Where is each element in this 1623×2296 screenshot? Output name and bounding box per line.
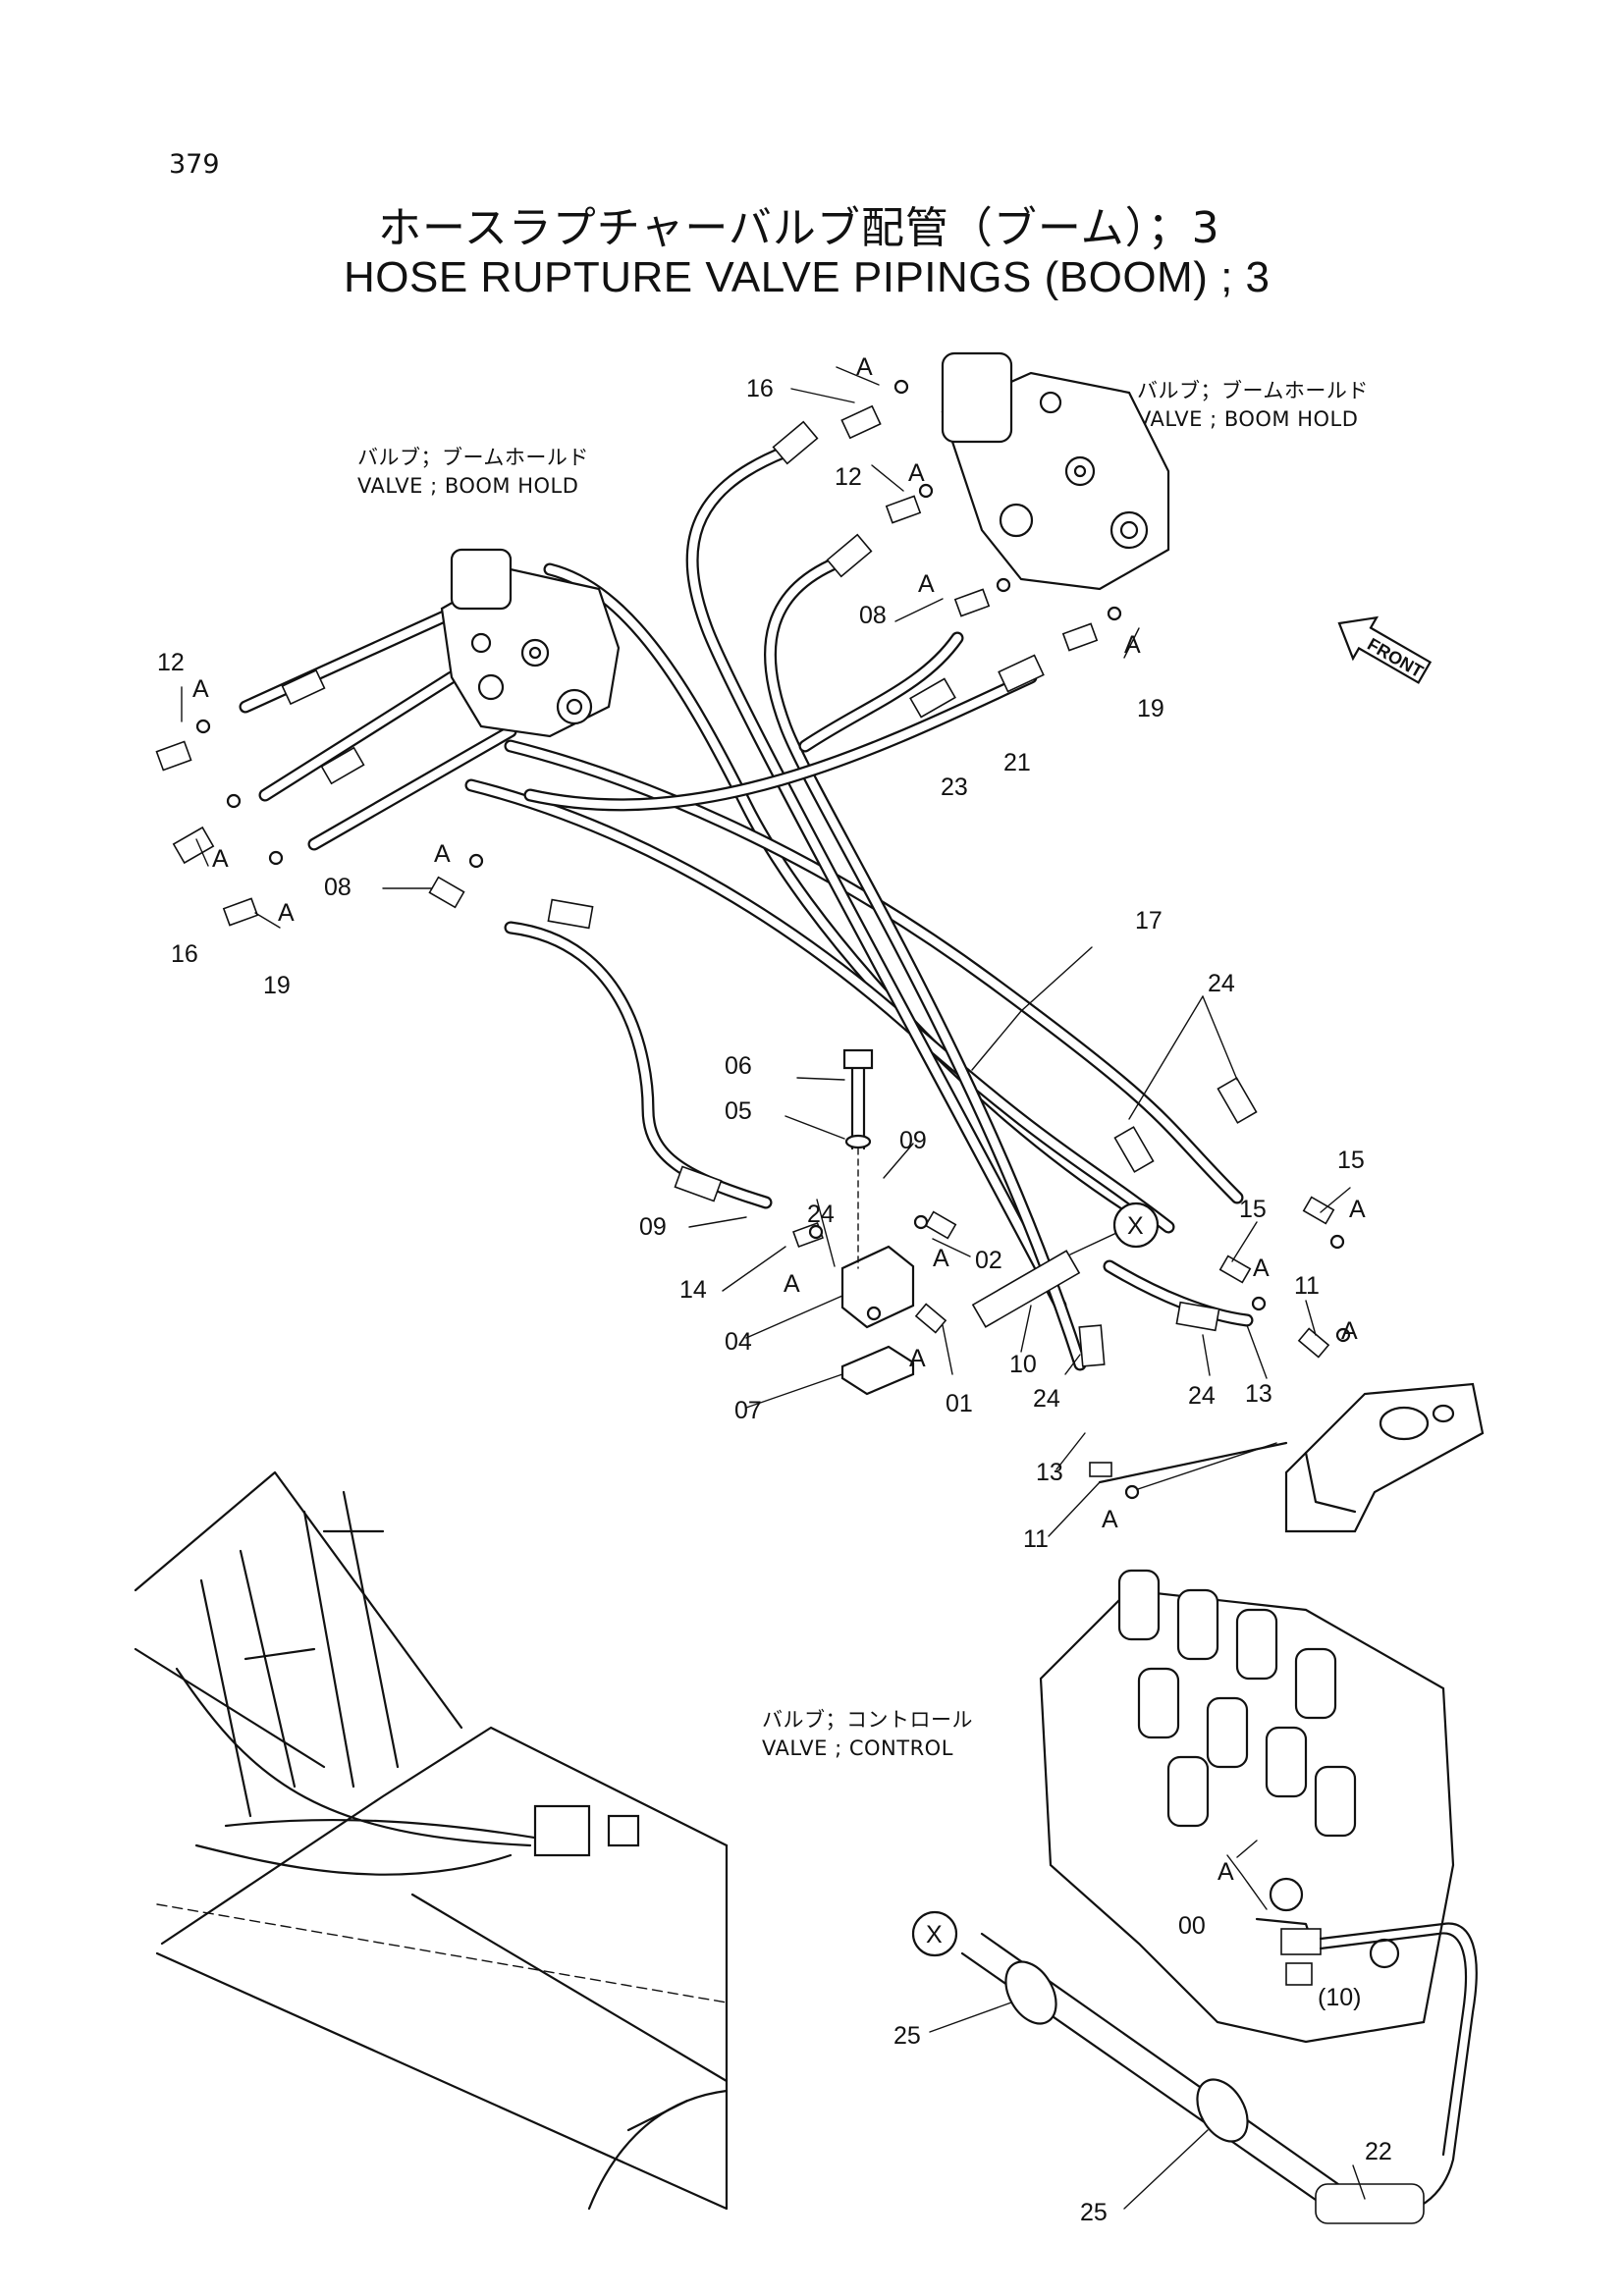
label-12-left: 12 — [157, 649, 185, 676]
front-arrow: FRONT — [1337, 615, 1433, 684]
label-24-lower: 24 — [1033, 1385, 1060, 1413]
control-valve-body — [1039, 1569, 1478, 2220]
label-a-top: A — [856, 353, 873, 381]
label-07: 07 — [734, 1397, 762, 1424]
label-02: 02 — [975, 1247, 1002, 1274]
valve-boom-hold-right-body — [941, 351, 1170, 591]
label-25-upper: 25 — [893, 2022, 921, 2050]
label-a-12-right: A — [908, 459, 925, 487]
label-23: 23 — [941, 774, 968, 801]
label-05: 05 — [725, 1097, 752, 1125]
title-japanese: ホースラプチャーバルブ配管（ブーム）；3 — [378, 203, 1220, 253]
label-a-12-left: A — [192, 675, 209, 703]
label-14: 14 — [679, 1276, 707, 1304]
page-number: 379 — [169, 149, 220, 180]
label-15-right: 15 — [1337, 1147, 1365, 1174]
label-21: 21 — [1003, 749, 1031, 776]
label-a-19-left: A — [278, 899, 295, 927]
label-a-11-upper: A — [1341, 1317, 1358, 1345]
caption-valve-control: バルブ；コントロール VALVE ; CONTROL — [762, 1706, 973, 1763]
label-08-right: 08 — [859, 602, 887, 629]
caption-en: VALVE ; BOOM HOLD — [1137, 407, 1359, 431]
caption-jp: バルブ；ブームホールド — [1137, 379, 1369, 402]
part-labels: 16 A 12 A 08 A A 19 12 A A 16 A 19 08 A … — [157, 353, 1392, 2226]
label-12-right: 12 — [835, 463, 862, 491]
label-10-paren: (10) — [1318, 1984, 1361, 2011]
fittings — [155, 404, 1335, 1477]
hose-sleeves — [281, 420, 1258, 1367]
valve-boom-hold-left-body — [440, 548, 621, 738]
label-00: 00 — [1178, 1912, 1206, 1940]
label-x-top: X — [1127, 1212, 1144, 1240]
label-a-00: A — [1217, 1858, 1234, 1886]
x-markers — [911, 1201, 1160, 1957]
caption-jp: バルブ；コントロール — [762, 1708, 973, 1732]
label-13-upper: 13 — [1245, 1380, 1272, 1408]
title-english: HOSE RUPTURE VALVE PIPINGS (BOOM) ; 3 — [344, 253, 1271, 301]
label-16-top: 16 — [746, 375, 774, 402]
label-16-left: 16 — [171, 940, 198, 968]
label-a-02: A — [933, 1245, 949, 1272]
label-08-left: 08 — [324, 874, 352, 901]
caption-valve-boom-hold-left: バルブ；ブームホールド VALVE ; BOOM HOLD — [357, 444, 589, 501]
hose-bundle — [239, 445, 1254, 1371]
label-06: 06 — [725, 1052, 752, 1080]
label-a-08-right: A — [918, 570, 935, 598]
label-17: 17 — [1135, 907, 1163, 934]
manifold — [1098, 1382, 1485, 1533]
label-24-upper: 24 — [1208, 970, 1235, 997]
pipe-22-and-clamps — [929, 1840, 1425, 2224]
leader-lines — [181, 366, 1351, 1537]
label-09-left: 09 — [639, 1213, 667, 1241]
machine-overview — [134, 1470, 729, 2211]
block-assembly — [840, 1048, 915, 1396]
label-15-mid: 15 — [1239, 1196, 1267, 1223]
label-11-lower: 11 — [1023, 1525, 1049, 1553]
label-10: 10 — [1009, 1351, 1037, 1378]
label-22: 22 — [1365, 2138, 1392, 2165]
label-a-14: A — [784, 1270, 800, 1298]
label-a-11-lower: A — [1102, 1506, 1118, 1533]
label-24-lower2: 24 — [1188, 1382, 1216, 1410]
label-25-lower: 25 — [1080, 2199, 1108, 2226]
label-a-15-right: A — [1349, 1196, 1366, 1223]
label-19-right: 19 — [1137, 695, 1164, 722]
caption-en: VALVE ; CONTROL — [762, 1736, 953, 1760]
label-24-mid: 24 — [807, 1201, 835, 1228]
caption-jp: バルブ；ブームホールド — [357, 446, 589, 469]
label-09-right: 09 — [899, 1127, 927, 1154]
label-a-16-left: A — [212, 845, 229, 873]
label-a-19-right: A — [1124, 631, 1141, 659]
label-19-left: 19 — [263, 972, 291, 999]
label-01: 01 — [946, 1390, 973, 1417]
label-13-lower: 13 — [1036, 1459, 1063, 1486]
label-04: 04 — [725, 1328, 752, 1356]
caption-valve-boom-hold-right: バルブ；ブームホールド VALVE ; BOOM HOLD — [1137, 377, 1369, 434]
label-a-08-left: A — [434, 840, 451, 868]
label-11-upper: 11 — [1294, 1272, 1320, 1300]
label-a-15-mid: A — [1253, 1255, 1270, 1282]
label-a-01: A — [909, 1345, 926, 1372]
label-x-bottom: X — [926, 1921, 943, 1949]
caption-en: VALVE ; BOOM HOLD — [357, 474, 579, 498]
